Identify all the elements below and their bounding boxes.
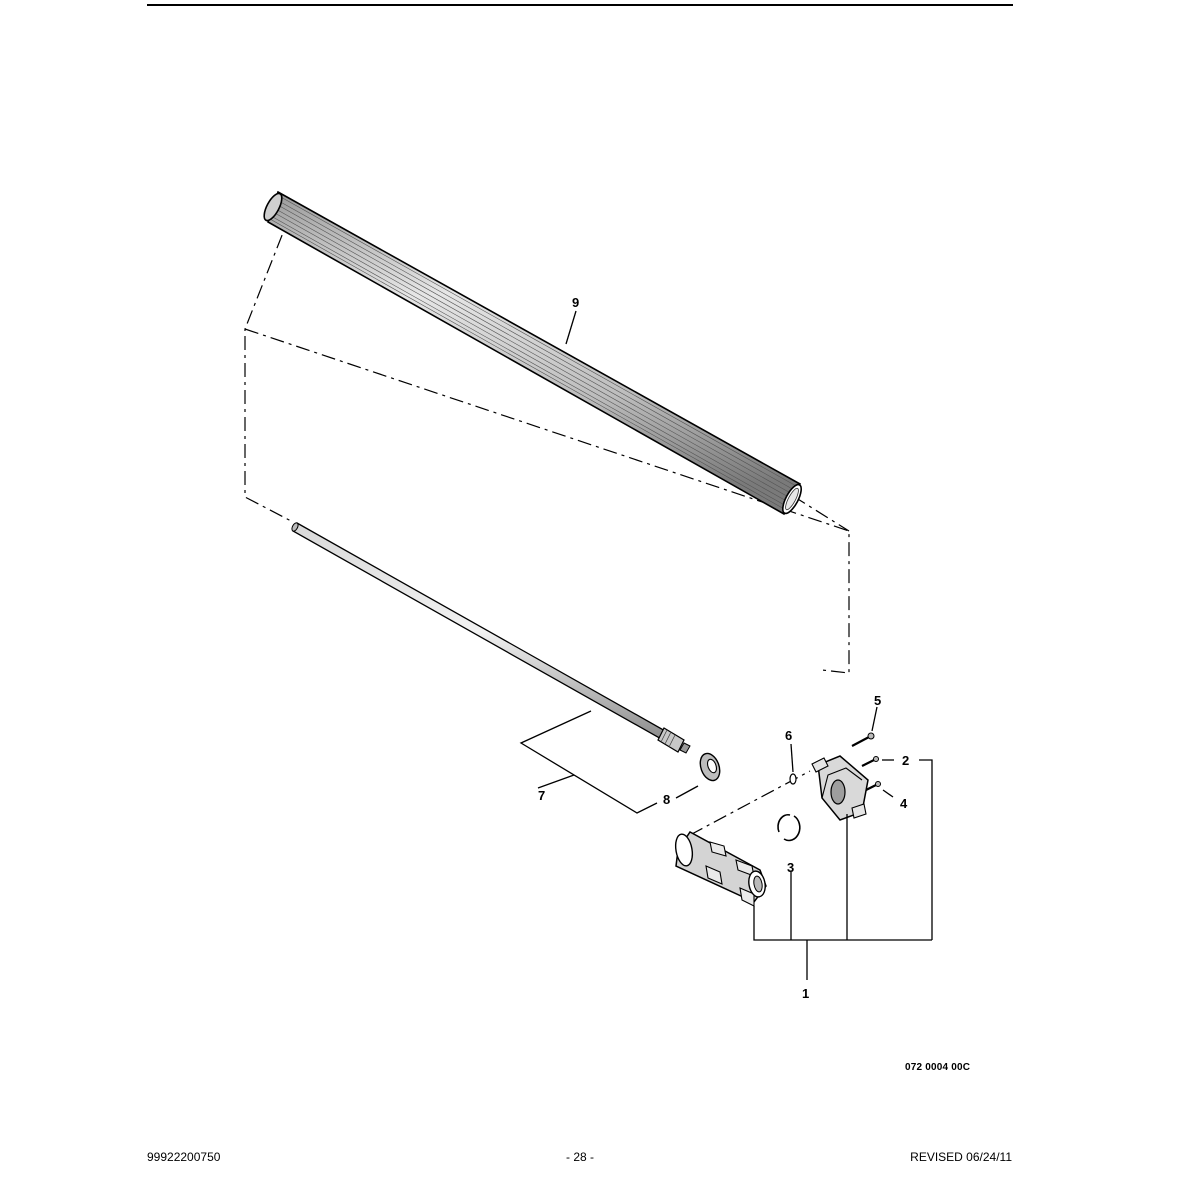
callout-3: 3 bbox=[787, 860, 794, 875]
screw-4 bbox=[865, 781, 881, 791]
callout-5: 5 bbox=[874, 693, 881, 708]
small-washer bbox=[789, 773, 797, 785]
callout-2: 2 bbox=[902, 753, 909, 768]
bushing bbox=[699, 752, 721, 782]
upper-clamp bbox=[811, 755, 869, 821]
screw-2 bbox=[861, 756, 879, 767]
footer-revision: REVISED 06/24/11 bbox=[910, 1150, 1012, 1164]
callout-8: 8 bbox=[663, 792, 670, 807]
screw-5 bbox=[851, 732, 875, 747]
callout-4: 4 bbox=[900, 796, 908, 811]
coupler-housing bbox=[674, 831, 767, 907]
retaining-ring bbox=[777, 813, 801, 842]
footer-part-number: 99922200750 bbox=[147, 1150, 221, 1164]
drive-tube bbox=[263, 190, 802, 516]
callout-1: 1 bbox=[802, 986, 809, 1001]
footer-page-number: - 28 - bbox=[565, 1150, 594, 1164]
callout-7: 7 bbox=[538, 788, 545, 803]
alignment-lines bbox=[244, 209, 850, 836]
drive-shaft bbox=[291, 522, 691, 754]
figure-code: 072 0004 00C bbox=[905, 1062, 971, 1073]
callout-9: 9 bbox=[572, 295, 579, 310]
callout-6: 6 bbox=[785, 728, 792, 743]
leader-lines bbox=[519, 310, 933, 980]
top-rule bbox=[147, 4, 1013, 6]
